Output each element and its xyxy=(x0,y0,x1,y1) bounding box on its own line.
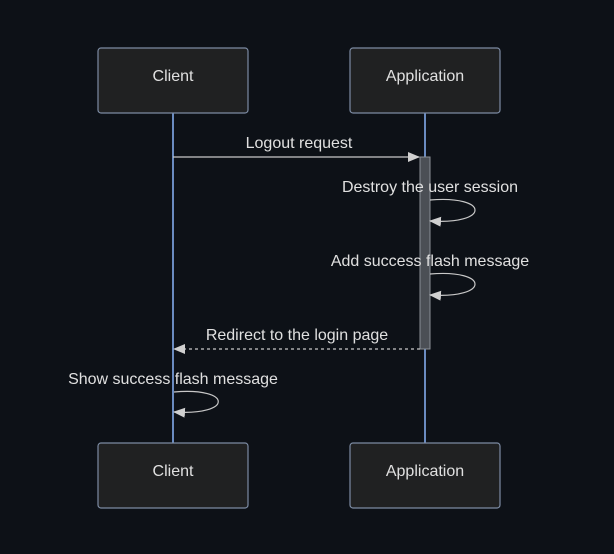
message-label: Destroy the user session xyxy=(342,179,518,196)
message-show-flash: Show success flash message xyxy=(68,371,278,418)
participant-label: Client xyxy=(153,68,194,85)
self-arrow xyxy=(173,390,219,418)
message-destroy-session: Destroy the user session xyxy=(342,179,518,227)
self-arrow xyxy=(429,198,476,227)
message-label: Add success flash message xyxy=(331,253,529,270)
participant-box-client-bottom: Client xyxy=(97,442,249,509)
participant-box-application-bottom: Application xyxy=(349,442,501,509)
participant-label: Application xyxy=(386,463,464,480)
message-label: Logout request xyxy=(246,135,353,152)
participant-box-application-top: Application xyxy=(349,47,501,114)
message-label: Redirect to the login page xyxy=(206,327,388,344)
message-logout-request: Logout request xyxy=(173,135,420,162)
message-redirect-login: Redirect to the login page xyxy=(173,327,420,354)
participant-label: Client xyxy=(153,463,194,480)
participant-label: Application xyxy=(386,68,464,85)
participant-box-client-top: Client xyxy=(97,47,249,114)
message-add-flash: Add success flash message xyxy=(331,253,529,301)
self-arrow xyxy=(429,272,476,301)
message-label: Show success flash message xyxy=(68,371,278,388)
activation-bar-application xyxy=(419,156,431,350)
